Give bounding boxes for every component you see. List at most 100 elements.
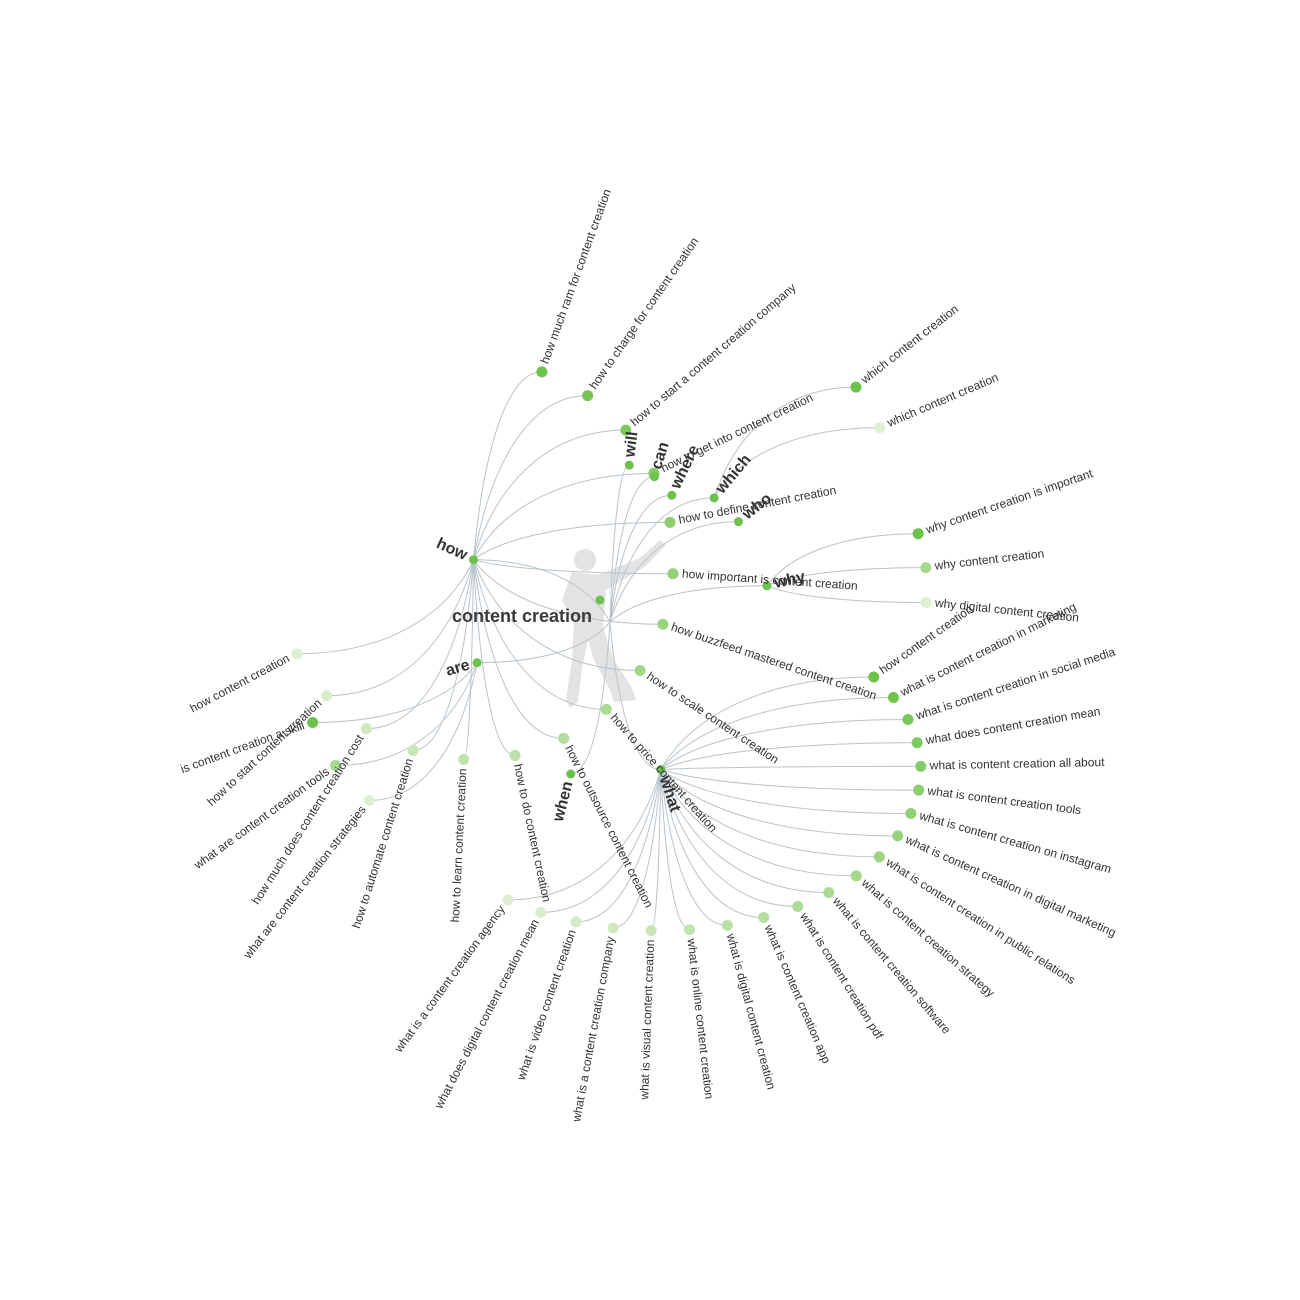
leaf-link bbox=[660, 769, 911, 815]
leaf-node[interactable] bbox=[570, 916, 582, 928]
leaf-label[interactable]: what is visual content creation bbox=[637, 939, 657, 1100]
hub-node-why[interactable] bbox=[762, 581, 772, 591]
leaf-label[interactable]: which content creation bbox=[884, 370, 1000, 430]
leaf-label[interactable]: what is online content creation bbox=[684, 937, 716, 1100]
leaf-label[interactable]: why content creation is important bbox=[923, 466, 1095, 537]
leaf-node[interactable] bbox=[329, 760, 341, 772]
leaf-node[interactable] bbox=[887, 692, 899, 704]
leaf-link bbox=[766, 567, 926, 587]
hub-link bbox=[609, 521, 739, 623]
hub-node-how[interactable] bbox=[469, 555, 479, 565]
leaf-node[interactable] bbox=[667, 568, 679, 580]
hub-node-what[interactable] bbox=[656, 765, 666, 775]
leaf-node[interactable] bbox=[535, 906, 547, 918]
leaf-node[interactable] bbox=[912, 528, 924, 540]
leaf-label[interactable]: what is a content creation agency bbox=[391, 903, 508, 1056]
leaf-label[interactable]: why content creation bbox=[933, 546, 1045, 572]
leaf-node[interactable] bbox=[645, 925, 657, 937]
leaf-node[interactable] bbox=[407, 744, 419, 756]
leaf-node[interactable] bbox=[823, 887, 835, 899]
leaf-node[interactable] bbox=[684, 924, 696, 936]
leaf-label[interactable]: how to charge for content creation bbox=[586, 235, 701, 392]
leaf-link bbox=[575, 769, 662, 923]
leaf-node[interactable] bbox=[873, 851, 885, 863]
leaf-label[interactable]: how to automate content creation bbox=[349, 757, 416, 930]
leaf-node[interactable] bbox=[911, 737, 923, 749]
leaf-link bbox=[660, 769, 829, 894]
leaf-node[interactable] bbox=[850, 381, 862, 393]
hub-label-why[interactable]: why bbox=[772, 568, 807, 592]
leaf-node[interactable] bbox=[920, 597, 932, 609]
hub-link bbox=[609, 585, 767, 623]
leaf-node[interactable] bbox=[920, 562, 932, 574]
leaf-label[interactable]: which content creation bbox=[857, 302, 961, 387]
hub-node-can[interactable] bbox=[649, 472, 659, 482]
leaf-node[interactable] bbox=[913, 784, 925, 796]
leaf-node[interactable] bbox=[657, 618, 669, 630]
leaf-label[interactable]: what is a content creation company bbox=[569, 935, 617, 1123]
leaf-label[interactable]: what does digital content creation mean bbox=[431, 917, 542, 1112]
leaf-label[interactable]: what is content creation software bbox=[829, 894, 953, 1037]
leaf-node[interactable] bbox=[360, 723, 372, 735]
leaf-node[interactable] bbox=[892, 830, 904, 842]
leaf-link bbox=[312, 662, 478, 723]
leaf-node[interactable] bbox=[502, 894, 514, 906]
leaf-node[interactable] bbox=[458, 754, 470, 766]
hub-node-which[interactable] bbox=[709, 493, 719, 503]
hub-link bbox=[477, 621, 611, 664]
leaf-node[interactable] bbox=[607, 922, 619, 934]
hub-link bbox=[473, 559, 611, 623]
leaf-node[interactable] bbox=[664, 516, 676, 528]
leaf-label[interactable]: how content creation bbox=[188, 651, 292, 715]
leaf-label[interactable]: how much ram for content creation bbox=[538, 187, 614, 365]
hub-node-are[interactable] bbox=[472, 658, 482, 668]
hub-label-when[interactable]: when bbox=[550, 780, 577, 825]
leaf-node[interactable] bbox=[905, 808, 917, 820]
leaf-node[interactable] bbox=[792, 901, 804, 913]
leaf-node[interactable] bbox=[363, 795, 375, 807]
leaf-node[interactable] bbox=[868, 671, 880, 683]
leaf-node[interactable] bbox=[874, 422, 886, 434]
leaf-node[interactable] bbox=[915, 760, 927, 772]
leaf-node[interactable] bbox=[634, 664, 646, 676]
leaf-label[interactable]: what is digital content creation bbox=[723, 931, 778, 1091]
leaf-node[interactable] bbox=[758, 912, 770, 924]
hub-label-are[interactable]: are bbox=[444, 657, 472, 680]
leaf-node[interactable] bbox=[850, 870, 862, 882]
leaf-node[interactable] bbox=[600, 703, 612, 715]
leaf-node[interactable] bbox=[307, 716, 319, 728]
hub-node-when[interactable] bbox=[566, 769, 576, 779]
leaf-link bbox=[660, 697, 894, 770]
leaf-label[interactable]: how to learn content creation bbox=[448, 768, 470, 923]
leaf-link bbox=[369, 662, 478, 802]
leaf-node[interactable] bbox=[620, 424, 632, 436]
hub-link bbox=[609, 476, 655, 623]
leaf-node[interactable] bbox=[536, 366, 548, 378]
leaf-node[interactable] bbox=[902, 714, 914, 726]
leaf-link bbox=[613, 769, 662, 929]
hub-label-will[interactable]: will bbox=[621, 431, 641, 460]
hub-node-where[interactable] bbox=[667, 490, 677, 500]
center-node[interactable] bbox=[595, 595, 605, 605]
leaf-node[interactable] bbox=[721, 919, 733, 931]
hub-node-who[interactable] bbox=[733, 517, 743, 527]
leaf-label[interactable]: how to outsource content creation bbox=[562, 743, 656, 910]
hub-label-which[interactable]: which bbox=[712, 451, 755, 497]
leaf-label[interactable]: how to scale content creation bbox=[644, 669, 781, 767]
leaf-link bbox=[660, 676, 874, 770]
leaf-node[interactable] bbox=[558, 732, 570, 744]
leaf-label[interactable]: what is content creation on instagram bbox=[917, 808, 1113, 876]
leaf-label[interactable]: what is content creation all about bbox=[929, 755, 1106, 772]
hub-label-how[interactable]: how bbox=[434, 535, 471, 564]
leaf-link bbox=[326, 559, 474, 697]
leaf-node[interactable] bbox=[321, 690, 333, 702]
leaf-label[interactable]: how to do content creation bbox=[511, 763, 554, 904]
leaf-link bbox=[473, 559, 663, 625]
leaf-link bbox=[713, 427, 880, 499]
leaf-node[interactable] bbox=[291, 648, 303, 660]
leaf-label[interactable]: what is content creation tools bbox=[926, 783, 1082, 817]
leaf-node[interactable] bbox=[509, 749, 521, 761]
hub-node-will[interactable] bbox=[624, 460, 634, 470]
leaf-node[interactable] bbox=[582, 390, 594, 402]
leaf-link bbox=[473, 395, 588, 560]
